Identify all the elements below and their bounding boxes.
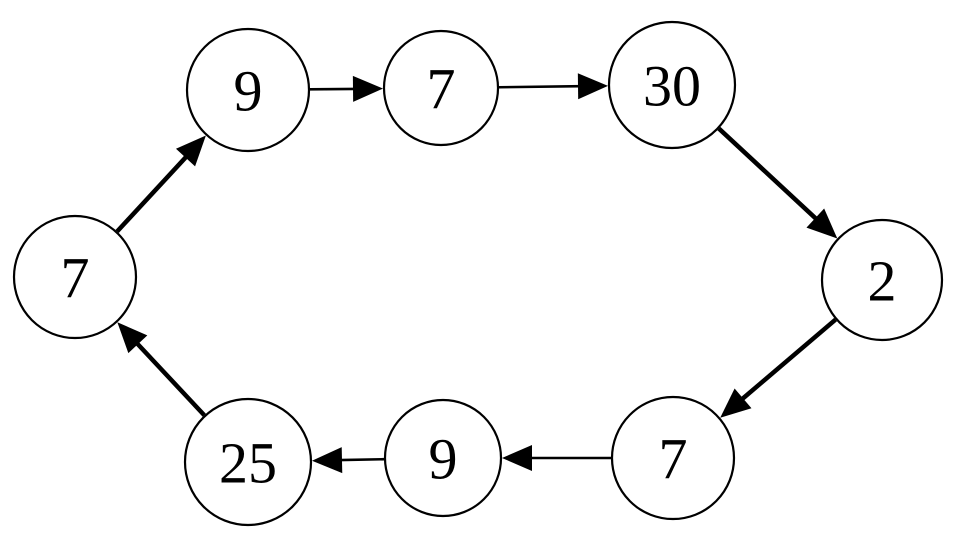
node-circle: [820, 218, 944, 342]
edges-layer: [115, 73, 838, 474]
graph-node[interactable]: 7: [382, 29, 500, 147]
node-circle: [185, 27, 311, 153]
edge-arrowhead-icon: [502, 445, 532, 471]
node-circle: [607, 20, 737, 150]
node-circle: [610, 395, 736, 521]
node-circle: [183, 397, 313, 527]
edge-line: [134, 341, 206, 417]
edge-line: [717, 126, 819, 222]
nodes-layer: 7 9 7 30 2 7 9 25: [12, 20, 944, 527]
graph-node[interactable]: 2: [820, 218, 944, 342]
node-label: 2: [868, 249, 897, 314]
graph-node[interactable]: 9: [185, 27, 311, 153]
edge-line: [740, 317, 838, 402]
edge-arrowhead-icon: [311, 447, 343, 474]
edge-line: [339, 457, 385, 462]
node-circle: [12, 214, 138, 340]
node-label: 25: [219, 431, 277, 496]
graph-edge[interactable]: [717, 126, 838, 239]
edge-arrowhead-icon: [720, 388, 752, 418]
graph-node[interactable]: 30: [607, 20, 737, 150]
node-label: 30: [643, 54, 701, 119]
graph-node[interactable]: 9: [383, 398, 503, 518]
node-circle: [382, 29, 500, 147]
edge-arrowhead-icon: [352, 75, 383, 102]
edge-arrowhead-icon: [175, 135, 206, 167]
edge-line: [498, 84, 581, 89]
graph-node[interactable]: 7: [12, 214, 138, 340]
node-label: 9: [429, 427, 458, 492]
edge-arrowhead-icon: [117, 322, 148, 354]
graph-edge[interactable]: [502, 445, 611, 471]
node-circle: [383, 398, 503, 518]
graph-edge[interactable]: [311, 447, 385, 474]
node-label: 7: [659, 427, 688, 492]
graph-edge[interactable]: [115, 135, 206, 234]
graph-node[interactable]: 25: [183, 397, 313, 527]
graph-edge[interactable]: [720, 317, 838, 418]
graph-edge[interactable]: [117, 322, 206, 417]
edge-line: [115, 154, 189, 234]
node-label: 7: [61, 246, 90, 311]
edge-arrowhead-icon: [577, 73, 609, 100]
node-label: 9: [234, 59, 263, 124]
graph-edge[interactable]: [498, 73, 609, 100]
node-label: 7: [427, 57, 456, 122]
graph-node[interactable]: 7: [610, 395, 736, 521]
graph-edge[interactable]: [309, 75, 383, 102]
edge-arrowhead-icon: [806, 208, 838, 239]
